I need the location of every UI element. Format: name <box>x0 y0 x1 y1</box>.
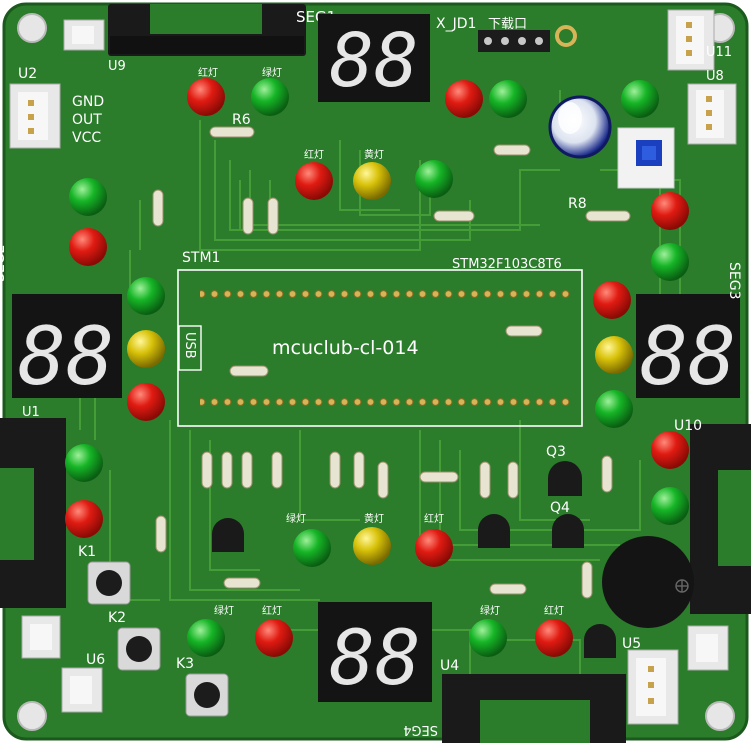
seg4-label: SEG4 <box>403 722 438 737</box>
led-type-labels: 红灯 绿灯 红灯 黄灯 绿灯 黄灯 红灯 绿灯 红灯 绿灯 红灯 <box>198 66 564 617</box>
seven-seg-display-bottom: 88 <box>318 602 432 702</box>
seven-seg-display-top: 88 <box>318 14 430 104</box>
button-k1[interactable] <box>87 561 131 605</box>
u2-pin-vcc: VCC <box>72 130 101 146</box>
k2-label: K2 <box>108 610 126 626</box>
u2-pin-gnd: GND <box>72 94 104 110</box>
svg-text:88: 88 <box>329 613 421 702</box>
u5-label: U5 <box>622 636 641 652</box>
svg-text:绿灯: 绿灯 <box>214 604 234 617</box>
transistors <box>212 461 616 658</box>
svg-text:绿灯: 绿灯 <box>286 512 306 525</box>
r8-label: R8 <box>568 196 587 212</box>
u9-label: U9 <box>108 59 126 74</box>
test-pad <box>555 25 577 47</box>
button-k3[interactable] <box>185 673 229 717</box>
debug-header <box>478 30 550 52</box>
connector-u8 <box>687 83 737 145</box>
svg-text:红灯: 红灯 <box>424 512 444 525</box>
electrolytic-capacitor <box>548 95 612 159</box>
u11-label: U11 <box>706 45 732 60</box>
svg-text:红灯: 红灯 <box>262 604 282 617</box>
connector-u2 <box>9 83 61 149</box>
r6-label: R6 <box>232 112 251 128</box>
connector-u6 <box>61 667 103 713</box>
svg-text:红灯: 红灯 <box>198 66 218 79</box>
stm-pin-row-top <box>200 288 570 300</box>
connector-u11 <box>667 9 715 71</box>
k1-label: K1 <box>78 544 96 560</box>
header-seg4 <box>442 674 626 743</box>
q3-label: Q3 <box>546 444 566 460</box>
connector-u9 <box>63 19 105 51</box>
q4-label: Q4 <box>550 500 570 516</box>
k3-label: K3 <box>176 656 194 672</box>
u2-pin-out: OUT <box>72 112 102 128</box>
resistors <box>152 126 631 599</box>
connector-small-right <box>687 625 729 671</box>
svg-text:黄灯: 黄灯 <box>364 148 384 161</box>
seg2-label: SEG2 <box>0 245 8 283</box>
board-title: mcuclub-cl-014 <box>272 337 419 359</box>
connector-u5 <box>627 649 679 725</box>
seven-seg-display-left: 88 <box>12 294 122 403</box>
connector-small-left <box>21 615 61 659</box>
u10-label: U10 <box>674 418 702 434</box>
button-k2[interactable] <box>117 627 161 671</box>
stm-pin-row-bottom <box>200 398 570 410</box>
svg-text:88: 88 <box>329 18 418 104</box>
svg-text:88: 88 <box>640 310 736 403</box>
svg-text:黄灯: 黄灯 <box>364 512 384 525</box>
download-port-label: 下载口 <box>488 17 527 32</box>
leds <box>65 78 689 657</box>
header-seg1 <box>108 4 306 56</box>
svg-text:绿灯: 绿灯 <box>480 604 500 617</box>
svg-text:绿灯: 绿灯 <box>262 66 282 79</box>
stm-label: STM1 <box>182 250 220 266</box>
usb-label: USB <box>182 332 197 359</box>
u4-label: U4 <box>440 658 459 674</box>
svg-text:88: 88 <box>18 310 114 403</box>
svg-text:红灯: 红灯 <box>544 604 564 617</box>
blue-switch <box>617 127 675 189</box>
seven-seg-display-right: 88 <box>636 294 740 403</box>
u1-label: U1 <box>22 405 40 420</box>
svg-text:红灯: 红灯 <box>304 148 324 161</box>
mcu-part-label: STM32F103C8T6 <box>452 257 562 272</box>
u2-label: U2 <box>18 66 37 82</box>
u6-label: U6 <box>86 652 105 668</box>
usb-outline <box>178 325 202 371</box>
u8-label: U8 <box>706 69 724 84</box>
header-u1 <box>0 418 66 608</box>
header-u10 <box>690 424 751 614</box>
debug-header-label: X_JD1 <box>436 16 476 32</box>
stm-module-outline <box>177 269 583 427</box>
buzzer <box>602 536 694 628</box>
seg3-label: SEG3 <box>726 262 742 300</box>
